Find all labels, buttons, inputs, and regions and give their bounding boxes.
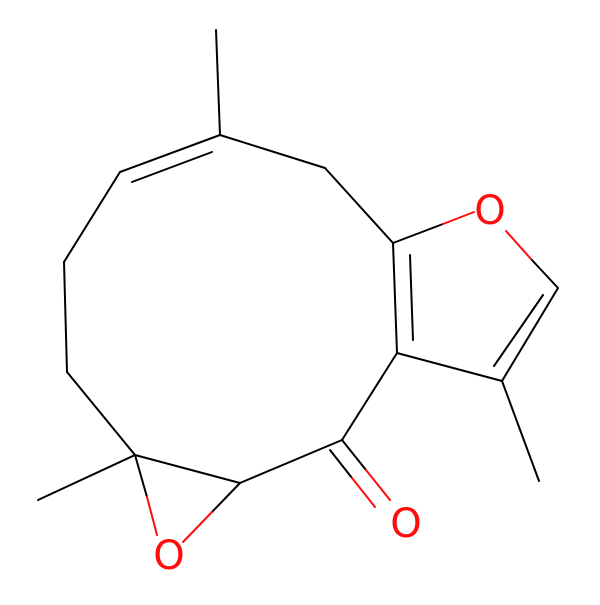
- bond-epoxide-co-left-red: [146, 496, 158, 536]
- epoxide-oxygen-label: O: [153, 533, 184, 579]
- bond-epoxide-co-right-black: [211, 482, 241, 513]
- bond-furan-co-right-red: [505, 230, 532, 260]
- bond-furan-double-outer: [501, 287, 559, 382]
- bond-epoxide-co-left-black: [134, 454, 148, 498]
- bond-furan-3: [396, 352, 503, 382]
- bond-furan-fusion-inner: [409, 254, 414, 341]
- bond-carbonyl-outer-black: [341, 439, 367, 471]
- bond-furan-co-left-red: [442, 211, 475, 225]
- bond-epoxide-cc: [134, 454, 241, 484]
- bond-epoxide-co-right-red: [182, 511, 213, 543]
- bond-ring-double-outer: [119, 134, 221, 173]
- oxygen-bonds: [146, 211, 532, 543]
- bond-quaternary-methyl: [37, 454, 136, 501]
- bond-top-methyl: [215, 29, 221, 136]
- bonds: [37, 29, 559, 513]
- bond-carbonyl-inner-red: [351, 477, 376, 508]
- bond-ring-4: [219, 134, 326, 169]
- bond-furan-co-left-black: [392, 223, 444, 244]
- bond-carbonyl-inner-black: [329, 449, 353, 479]
- ketone-oxygen-label: O: [390, 501, 421, 547]
- bond-ring-5: [324, 167, 394, 244]
- bond-furan-co-right-black: [530, 258, 559, 289]
- bond-ring-double-inner: [131, 151, 213, 183]
- bond-to-carbonyl: [239, 439, 343, 484]
- bond-furan-methyl: [501, 380, 540, 482]
- bond-carbonyl-outer-red: [365, 469, 391, 501]
- bond-ring-2: [63, 261, 68, 373]
- bond-furan-double-inner: [493, 294, 544, 367]
- bond-furan-fusion-outer: [392, 242, 398, 354]
- atom-labels: O O O: [153, 188, 505, 579]
- bond-carbonyl-furan: [341, 352, 398, 441]
- bond-ring-3: [66, 371, 136, 456]
- bond-ring-1: [63, 171, 121, 263]
- furan-oxygen-label: O: [474, 188, 505, 234]
